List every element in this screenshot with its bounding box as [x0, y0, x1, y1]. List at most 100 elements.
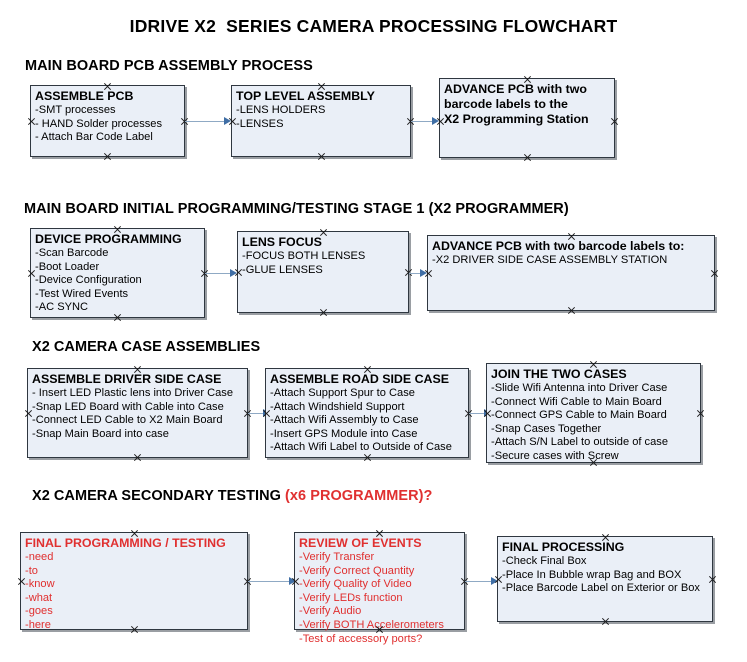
process-box-line: -Secure cases with Screw — [491, 449, 619, 462]
process-box-advance-pcb-driver-side-case[interactable]: ADVANCE PCB with two barcode labels to: … — [427, 235, 715, 311]
connector-handle-bottom[interactable] — [103, 152, 112, 161]
process-box-lens-focus[interactable]: LENS FOCUS -FOCUS BOTH LENSES -GLUE LENS… — [237, 231, 409, 313]
process-box-advance-pcb-programming-station[interactable]: ADVANCE PCB with two barcode labels to t… — [439, 78, 615, 158]
section-heading-camera-case-assemblies: X2 CAMERA CASE ASSEMBLIES — [32, 339, 260, 355]
process-box-header: ASSEMBLE DRIVER SIDE CASE — [32, 372, 222, 386]
process-box-final-programming-testing[interactable]: FINAL PROGRAMMING / TESTING -need -to -k… — [20, 532, 248, 633]
process-box-line: -Snap Main Board into case — [32, 427, 169, 440]
section-heading-main-board-pcb-assembly: MAIN BOARD PCB ASSEMBLY PROCESS — [25, 58, 313, 74]
process-box-assemble-driver-side-case[interactable]: ASSEMBLE DRIVER SIDE CASE - Insert LED P… — [27, 368, 248, 458]
section-heading-text: X2 CAMERA CASE ASSEMBLIES — [32, 339, 261, 355]
process-box-line: -Insert GPS Module into Case — [270, 427, 418, 440]
process-box-line: -Connect GPS Cable to Main Board — [491, 409, 667, 422]
process-box-header: FINAL PROCESSING — [502, 540, 625, 554]
process-box-content: FINAL PROCESSING -Check Final Box -Place… — [498, 537, 712, 596]
connector-arrow — [411, 117, 439, 126]
connector-handle-bottom[interactable] — [133, 453, 142, 462]
connector-shaft — [469, 412, 484, 414]
process-box-line: -Verify LEDs function — [299, 591, 403, 604]
process-box-line: -Check Final Box — [502, 555, 587, 567]
process-box-header: TOP LEVEL ASSEMBLY — [236, 89, 375, 103]
connector-shaft — [248, 412, 263, 414]
process-box-content: JOIN THE TWO CASES -Slide Wifi Antenna i… — [487, 364, 700, 464]
process-box-header: REVIEW OF EVENTS — [299, 536, 422, 550]
process-box-header: ASSEMBLE ROAD SIDE CASE — [270, 372, 449, 386]
process-box-line: -AC SYNC — [35, 301, 89, 314]
process-box-content: REVIEW OF EVENTS -Verify Transfer -Verif… — [295, 533, 464, 646]
process-box-line: -Verify Audio — [299, 605, 362, 618]
connector-handle-left[interactable] — [424, 269, 433, 278]
process-box-line: -Attach Wifi Label to Outside of Case — [270, 441, 452, 454]
section-heading-accent: (x6 PROGRAMMER)? — [285, 488, 433, 504]
process-box-line: -goes — [25, 605, 53, 618]
process-box-assemble-pcb[interactable]: ASSEMBLE PCB -SMT processes - HAND Solde… — [30, 85, 185, 157]
process-box-line: -what — [25, 591, 53, 604]
process-box-join-the-two-cases[interactable]: JOIN THE TWO CASES -Slide Wifi Antenna i… — [486, 363, 701, 463]
section-heading-text: X2 CAMERA SECONDARY TESTING — [32, 488, 286, 504]
process-box-assemble-road-side-case[interactable]: ASSEMBLE ROAD SIDE CASE -Attach Support … — [265, 368, 469, 458]
connector-arrowhead — [230, 269, 237, 277]
process-box-line: -to — [25, 564, 38, 577]
connector-arrowhead — [420, 269, 427, 277]
section-heading-initial-programming-testing: MAIN BOARD INITIAL PROGRAMMING/TESTING S… — [24, 201, 569, 217]
process-box-line: -Snap Cases Together — [491, 422, 602, 435]
process-box-line: -know — [25, 578, 55, 591]
process-box-header: LENS FOCUS — [242, 235, 322, 249]
connector-handle-bottom[interactable] — [523, 153, 532, 162]
connector-arrow — [409, 269, 427, 278]
connector-handle-bottom[interactable] — [567, 306, 576, 315]
section-heading-text: MAIN BOARD PCB ASSEMBLY PROCESS — [25, 58, 313, 74]
process-box-line: -GLUE LENSES — [242, 263, 323, 276]
process-box-final-processing[interactable]: FINAL PROCESSING -Check Final Box -Place… — [497, 536, 713, 622]
process-box-line: -Attach S/N Label to outside of case — [491, 436, 668, 449]
process-box-content: ADVANCE PCB with two barcode labels to: … — [428, 236, 714, 268]
connector-handle-bottom[interactable] — [317, 152, 326, 161]
process-box-content: LENS FOCUS -FOCUS BOTH LENSES -GLUE LENS… — [238, 232, 408, 277]
connector-shaft — [409, 272, 420, 274]
process-box-line: X2 Programming Station — [444, 112, 589, 126]
process-box-line-overflow: -Test of accessory ports? — [299, 632, 423, 645]
process-box-line: -Connect LED Cable to X2 Main Board — [32, 414, 223, 427]
process-box-device-programming[interactable]: DEVICE PROGRAMMING -Scan Barcode -Boot L… — [30, 228, 205, 318]
process-box-content: FINAL PROGRAMMING / TESTING -need -to -k… — [21, 533, 247, 633]
page-title: IDRIVE X2 SERIES CAMERA PROCESSING FLOWC… — [129, 16, 618, 36]
section-heading-text: MAIN BOARD INITIAL PROGRAMMING/TESTING S… — [24, 201, 569, 217]
connector-arrow — [248, 577, 296, 586]
process-box-header: ASSEMBLE PCB — [35, 89, 134, 103]
process-box-line: -SMT processes — [35, 104, 116, 116]
connector-arrow — [205, 269, 237, 278]
connector-shaft — [185, 120, 224, 122]
connector-arrow — [465, 577, 498, 586]
process-box-line: -Test Wired Events — [35, 287, 129, 300]
connector-shaft — [411, 120, 432, 122]
process-box-content: ASSEMBLE ROAD SIDE CASE -Attach Support … — [266, 369, 468, 455]
process-box-line: -LENSES — [236, 117, 284, 130]
process-box-header: ADVANCE PCB with two barcode labels to: — [432, 239, 685, 253]
process-box-line: -Place Barcode Label on Exterior or Box — [502, 582, 700, 595]
process-box-line: -FOCUS BOTH LENSES — [242, 250, 366, 262]
connector-handle-bottom[interactable] — [601, 617, 610, 626]
process-box-line: -Verify Correct Quantity — [299, 564, 415, 577]
process-box-line: -need — [25, 551, 54, 563]
process-box-header: ADVANCE PCB with two — [444, 82, 587, 96]
connector-shaft — [248, 580, 289, 582]
process-box-line: -Snap LED Board with Cable into Case — [32, 400, 224, 413]
section-heading-secondary-testing: X2 CAMERA SECONDARY TESTING (x6 PROGRAMM… — [32, 488, 432, 504]
process-box-header: JOIN THE TWO CASES — [491, 367, 627, 381]
process-box-line: -Slide Wifi Antenna into Driver Case — [491, 382, 668, 394]
process-box-line: -Device Configuration — [35, 274, 142, 287]
process-box-top-level-assembly[interactable]: TOP LEVEL ASSEMBLY -LENS HOLDERS -LENSES — [231, 85, 411, 157]
process-box-line: -Verify Transfer — [299, 551, 375, 563]
connector-handle-right[interactable] — [710, 269, 719, 278]
connector-shaft — [465, 580, 491, 582]
connector-arrowhead — [224, 117, 231, 125]
connector-shaft — [205, 272, 230, 274]
process-box-review-of-events[interactable]: REVIEW OF EVENTS -Verify Transfer -Verif… — [294, 532, 465, 645]
process-box-line: - Insert LED Plastic lens into Driver Ca… — [32, 387, 233, 399]
connector-arrowhead — [432, 117, 439, 125]
process-box-line: -Boot Loader — [35, 260, 100, 273]
connector-handle-bottom[interactable] — [319, 308, 328, 317]
process-box-content: ADVANCE PCB with two barcode labels to t… — [440, 79, 614, 127]
process-box-line: -Attach Wifi Assembly to Case — [270, 414, 419, 427]
